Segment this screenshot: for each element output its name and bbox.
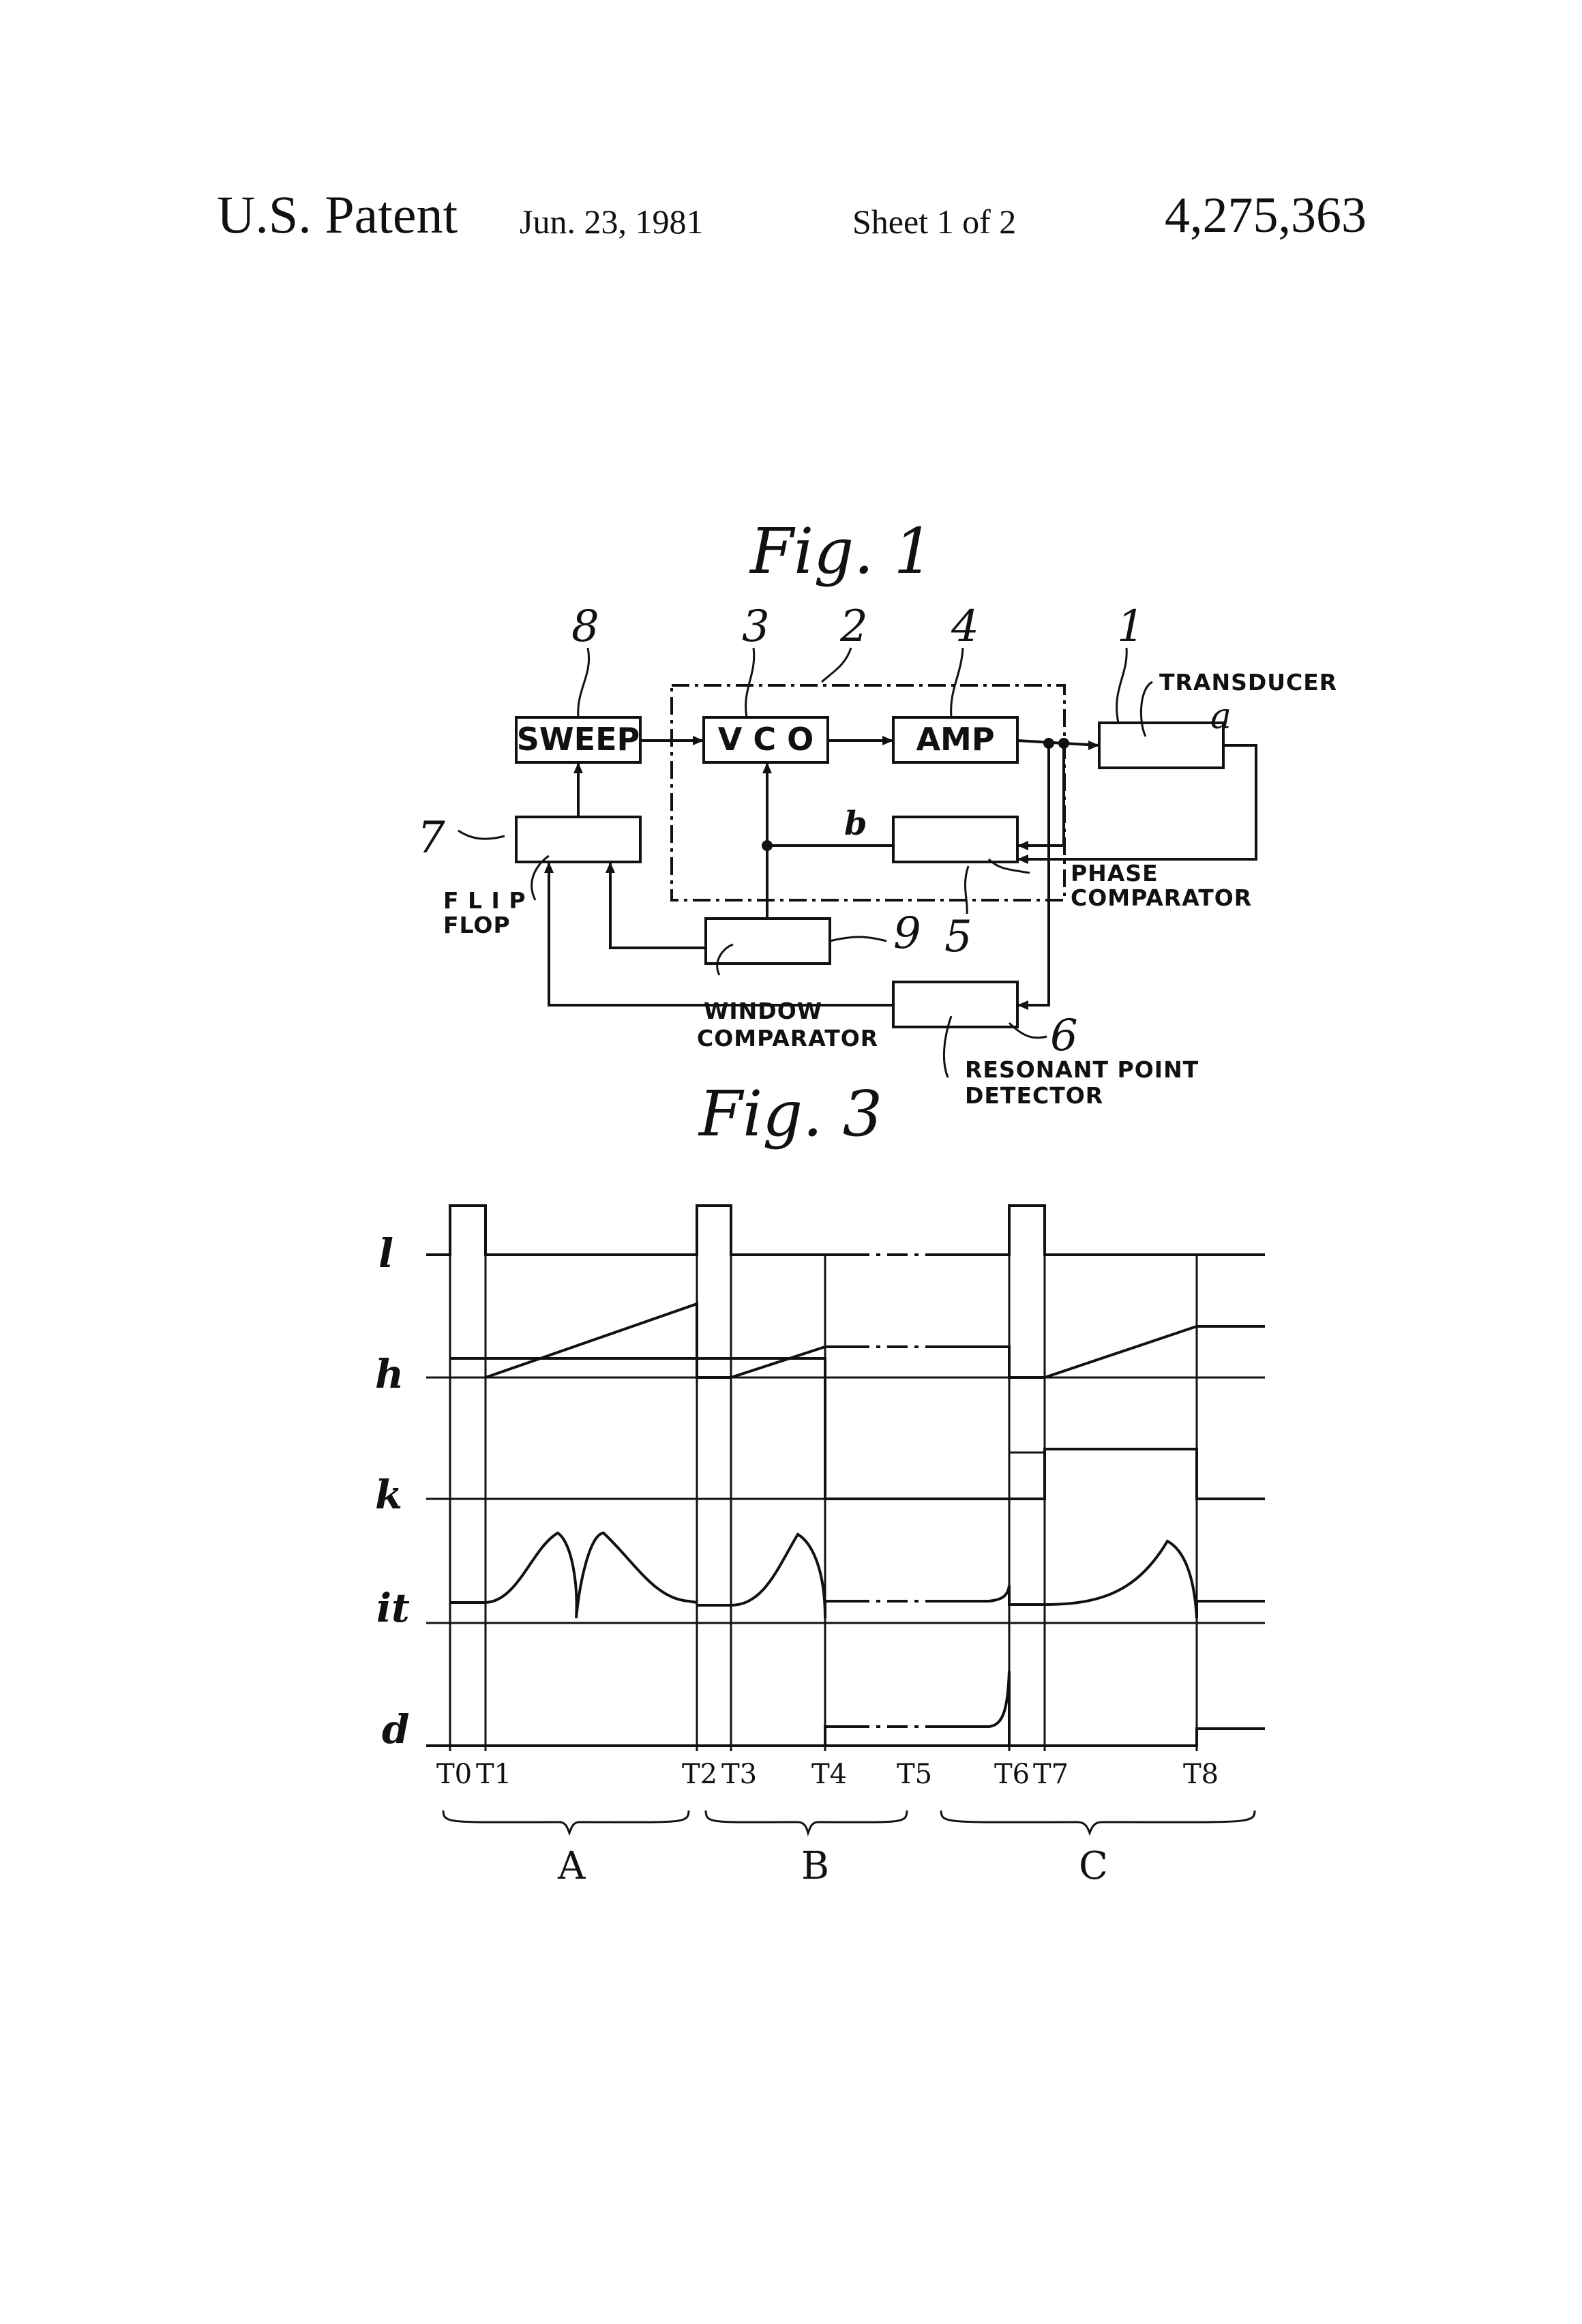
wire-amp-phase [1017,743,1064,846]
time-label-t3: T3 [721,1759,757,1790]
window-comparator-label: COMPARATOR [697,1025,878,1052]
ref-9: 9 [893,908,921,959]
region-label-c: C [1079,1844,1108,1888]
junction-dot [1060,739,1068,747]
resonant-point-detector-label: DETECTOR [965,1082,1103,1109]
amp-label: AMP [916,721,994,758]
wire-detector-flipflop [549,862,893,1005]
window-comparator-block [706,919,830,964]
signal-d-label: d [382,1706,410,1753]
ref-4: 4 [951,601,979,652]
signal-it-trace [426,1533,1265,1623]
flip-flop-label: FLOP [443,912,511,938]
resonant-point-detector-block [893,982,1017,1027]
signal-k-label: k [375,1472,402,1518]
flip-flop-block [516,817,640,862]
time-label-t4: T4 [811,1759,847,1790]
wire-amp-detector [1017,743,1049,1005]
phase-comparator-label: COMPARATOR [1071,884,1252,911]
signal-d-trace [426,1671,1265,1746]
arrowheads [544,736,1099,1010]
junction-dot [763,841,771,850]
ref-6: 6 [1050,1011,1078,1061]
signal-a: a [1210,696,1232,737]
time-label-t2: T2 [682,1759,717,1790]
fig1-diagram: Fig. 1 SWEEP V C O AMP [417,515,1337,1109]
signal-b: b [844,805,867,843]
ref-5: 5 [944,912,972,962]
vco-label: V C O [718,721,814,758]
window-comparator-label: WINDOW [704,998,822,1024]
time-label-t1: T1 [476,1759,511,1790]
phase-comparator-label: PHASE [1071,860,1159,887]
signal-l-trace [426,1206,1265,1255]
transducer-label: TRANSDUCER [1159,669,1337,696]
signal-k-trace [426,1358,1265,1499]
wire-amp-transducer [1017,741,1099,745]
fig3-timing-diagram: Fig. 3 l h k it d [375,1077,1265,1888]
time-label-t8: T8 [1183,1759,1219,1790]
junction-dot [1045,739,1053,747]
time-label-t7: T7 [1033,1759,1069,1790]
flip-flop-label: F L I P [443,887,526,914]
ref-2: 2 [839,601,868,652]
resonant-point-detector-label: RESONANT POINT [965,1056,1199,1083]
fig3-caption: Fig. 3 [698,1077,882,1150]
ref-8: 8 [571,601,599,652]
region-label-b: B [801,1844,829,1888]
ref-7: 7 [417,813,445,863]
region-braces [443,1811,1255,1833]
signal-l-label: l [378,1230,393,1277]
sweep-label: SWEEP [517,721,640,758]
transducer-block [1099,723,1223,768]
time-label-t0: T0 [436,1759,472,1790]
signal-h-trace [426,1304,1265,1377]
fig1-caption: Fig. 1 [749,515,934,588]
wire-feedback-a [1017,745,1256,859]
wire-phase-vco [767,762,893,846]
phase-comparator-block [893,817,1017,862]
region-label-a: A [557,1844,586,1888]
time-label-t5: T5 [897,1759,932,1790]
wire-window-flipflop [610,862,706,948]
ref-1: 1 [1117,601,1145,652]
signal-it-label: it [376,1585,410,1631]
ref-3: 3 [742,601,770,652]
time-markers [450,1206,1197,1751]
signal-h-label: h [375,1351,404,1397]
time-label-t6: T6 [994,1759,1030,1790]
